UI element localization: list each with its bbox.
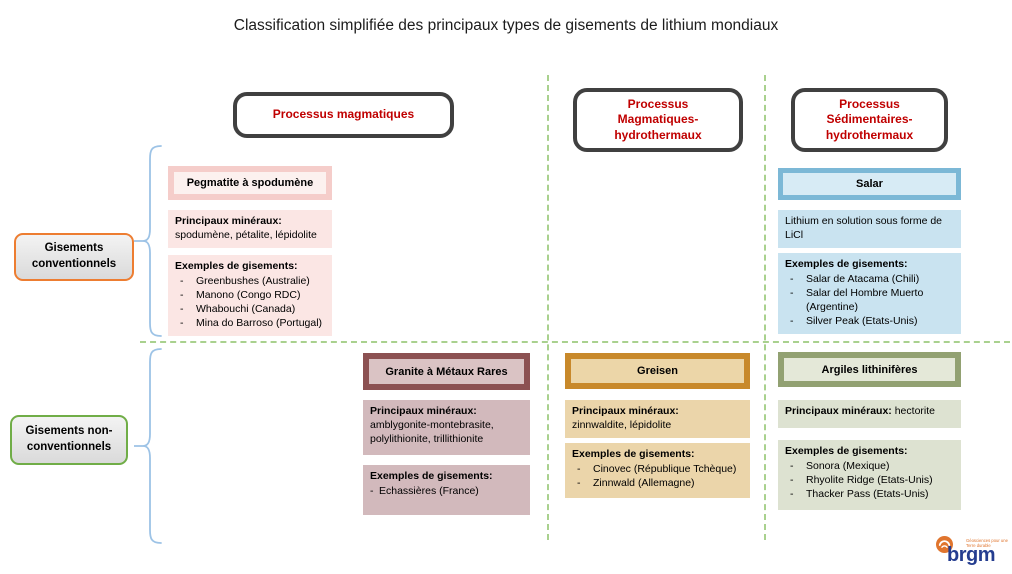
card-granite-examples: Exemples de gisements: Echassières (Fran… (363, 465, 530, 515)
example-item: Zinnwald (Allemagne) (572, 477, 743, 491)
examples-label: Exemples de gisements: (572, 448, 695, 460)
minerals-value: amblygonite-montebrasite, polylithionite… (370, 418, 494, 445)
row-divider-dashed-line (140, 341, 1010, 343)
example-item: Manono (Congo RDC) (175, 289, 325, 303)
examples-list: Greenbushes (Australie)Manono (Congo RDC… (175, 275, 325, 331)
card-greisen-minerals: Principaux minéraux: zinnwaldite, lépido… (565, 400, 750, 438)
example-item: Salar de Atacama (Chili) (785, 273, 954, 287)
example-item: Echassières (France) (370, 485, 523, 499)
card-salar-description: Lithium en solution sous forme de LiCl (778, 210, 961, 248)
diagram-title: Classification simplifiée des principaux… (233, 17, 779, 34)
examples-label: Exemples de gisements: (785, 445, 908, 457)
example-item: Salar del Hombre Muerto (Argentine) (785, 287, 954, 315)
minerals-label: Principaux minéraux: (370, 405, 477, 417)
example-item: Whabouchi (Canada) (175, 303, 325, 317)
minerals-label: Principaux minéraux: (572, 405, 679, 417)
card-argiles-examples: Exemples de gisements: Sonora (Mexique)R… (778, 440, 961, 510)
brgm-logo-text: brgm (947, 544, 996, 566)
process-header-magmatic: Processus magmatiques (233, 92, 454, 138)
card-salar-examples: Exemples de gisements: Salar de Atacama … (778, 253, 961, 334)
minerals-label: Principaux minéraux: (785, 405, 892, 417)
curly-brace-conventional (134, 145, 162, 337)
row-label-conventional-deposits: Gisements conventionnels (14, 233, 134, 281)
example-item: Cinovec (République Tchèque) (572, 463, 743, 477)
brgm-logo-tagline: Géosciences pour une Terre durable (966, 538, 1008, 549)
row-label-nonconventional-deposits: Gisements non-conventionnels (10, 415, 128, 465)
minerals-label: Principaux minéraux: (175, 215, 282, 227)
examples-list: Cinovec (République Tchèque)Zinnwald (Al… (572, 463, 743, 491)
examples-list: Echassières (France) (370, 485, 523, 499)
column-divider-dashed-line (764, 75, 766, 540)
card-greisen-examples: Exemples de gisements: Cinovec (Républiq… (565, 443, 750, 498)
card-argiles-title: Argiles lithinifères (778, 352, 961, 387)
example-item: Thacker Pass (Etats-Unis) (785, 488, 954, 502)
card-pegmatite-examples: Exemples de gisements: Greenbushes (Aust… (168, 255, 332, 336)
card-granite-minerals: Principaux minéraux: amblygonite-montebr… (363, 400, 530, 455)
examples-list: Sonora (Mexique)Rhyolite Ridge (Etats-Un… (785, 460, 954, 502)
examples-label: Exemples de gisements: (370, 470, 493, 482)
card-argiles-minerals: Principaux minéraux: hectorite (778, 400, 961, 428)
examples-list: Salar de Atacama (Chili)Salar del Hombre… (785, 273, 954, 329)
curly-brace-nonconventional (134, 348, 162, 544)
minerals-value: hectorite (894, 405, 935, 417)
minerals-value: spodumène, pétalite, lépidolite (175, 228, 317, 241)
example-item: Sonora (Mexique) (785, 460, 954, 474)
examples-label: Exemples de gisements: (175, 260, 298, 272)
brgm-logo-icon (936, 536, 953, 553)
example-item: Mina do Barroso (Portugal) (175, 317, 325, 331)
card-salar-title: Salar (778, 168, 961, 200)
examples-label: Exemples de gisements: (785, 258, 908, 270)
card-greisen-title: Greisen (565, 353, 750, 389)
process-header-sedimentary-hydrothermal: Processus Sédimentaires-hydrothermaux (791, 88, 948, 152)
process-header-magmatic-hydrothermal: Processus Magmatiques-hydrothermaux (573, 88, 743, 152)
brgm-logo: brgm Géosciences pour une Terre durable (930, 536, 1010, 572)
example-item: Greenbushes (Australie) (175, 275, 325, 289)
example-item: Rhyolite Ridge (Etats-Unis) (785, 474, 954, 488)
column-divider-dashed-line (547, 75, 549, 540)
card-pegmatite-title: Pegmatite à spodumène (168, 166, 332, 200)
example-item: Silver Peak (Etats-Unis) (785, 315, 954, 329)
minerals-value: zinnwaldite, lépidolite (572, 418, 672, 431)
card-granite-title: Granite à Métaux Rares (363, 353, 530, 390)
card-pegmatite-minerals: Principaux minéraux: spodumène, pétalite… (168, 210, 332, 248)
